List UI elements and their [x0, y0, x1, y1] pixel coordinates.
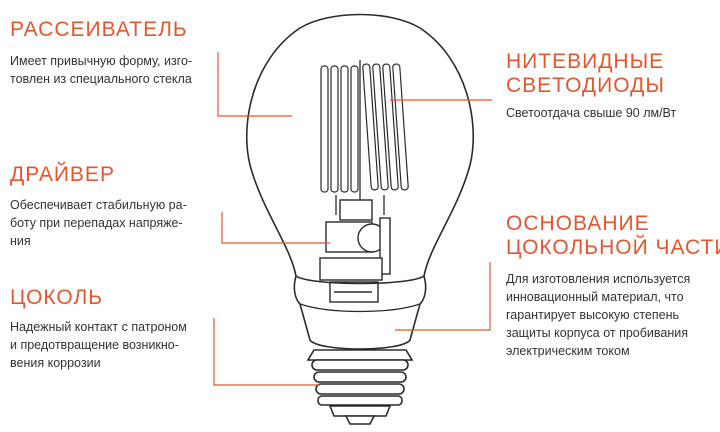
cap-title: ЦОКОЛЬ — [10, 286, 104, 309]
leader-lines — [213, 52, 492, 386]
cap-line-1: Надежный контакт с патроном — [10, 320, 187, 334]
driver-title: ДРАЙВЕР — [10, 163, 115, 186]
diffuser-title: РАССЕИВАТЕЛЬ — [10, 18, 188, 41]
base-line-5: электрическим током — [506, 344, 630, 358]
base-housing-ring — [299, 303, 421, 313]
glass-bulb-outline — [245, 13, 475, 277]
filament-line-1: Светоотдача свыше 90 лм/Вт — [506, 106, 677, 120]
diffuser-line-2: товлен из специального стекла — [10, 72, 192, 86]
screw-cap — [306, 349, 414, 425]
base-housing — [293, 274, 427, 350]
cap-line-3: вения коррозии — [10, 356, 101, 370]
base-line-4: защиты корпуса от пробивания — [506, 326, 688, 340]
filament-description: Светоотдача свыше 90 лм/Вт — [506, 104, 676, 122]
leader-cap — [213, 318, 320, 386]
filament-supports — [335, 60, 385, 215]
driver-line-2: боту при перепадах напряже- — [10, 216, 183, 230]
base-line-1: Для изготовления используется — [506, 272, 691, 286]
filament-title-line-1: НИТЕВИДНЫЕ — [506, 50, 665, 73]
base-line-2: инновационный материал, что — [506, 290, 684, 304]
base-title-line-1: ОСНОВАНИЕ — [506, 212, 650, 235]
leader-base — [395, 262, 491, 331]
base-line-3: гарантирует высокую степень — [506, 308, 680, 322]
cap-description: Надежный контакт с патроном и предотвращ… — [10, 318, 187, 372]
diffuser-line-1: Имеет привычную форму, изго- — [10, 54, 193, 68]
driver-board — [319, 199, 391, 303]
driver-description: Обеспечивает стабильную ра- боту при пер… — [10, 196, 187, 250]
filament-title: НИТЕВИДНЫЕ СВЕТОДИОДЫ — [506, 50, 665, 98]
filament-led-right — [362, 63, 409, 191]
leader-driver — [221, 212, 330, 244]
base-description: Для изготовления используется инновацион… — [506, 270, 690, 360]
leader-diffuser — [217, 52, 292, 117]
driver-line-3: ния — [10, 234, 31, 248]
diffuser-description: Имеет привычную форму, изго- товлен из с… — [10, 52, 192, 88]
driver-line-1: Обеспечивает стабильную ра- — [10, 198, 187, 212]
base-title: ОСНОВАНИЕ ЦОКОЛЬНОЙ ЧАСТИ — [506, 212, 720, 260]
filament-led-left — [320, 65, 359, 193]
cap-line-2: и предотвращение возникно- — [10, 338, 179, 352]
filament-title-line-2: СВЕТОДИОДЫ — [506, 74, 665, 97]
base-title-line-2: ЦОКОЛЬНОЙ ЧАСТИ — [506, 236, 720, 259]
